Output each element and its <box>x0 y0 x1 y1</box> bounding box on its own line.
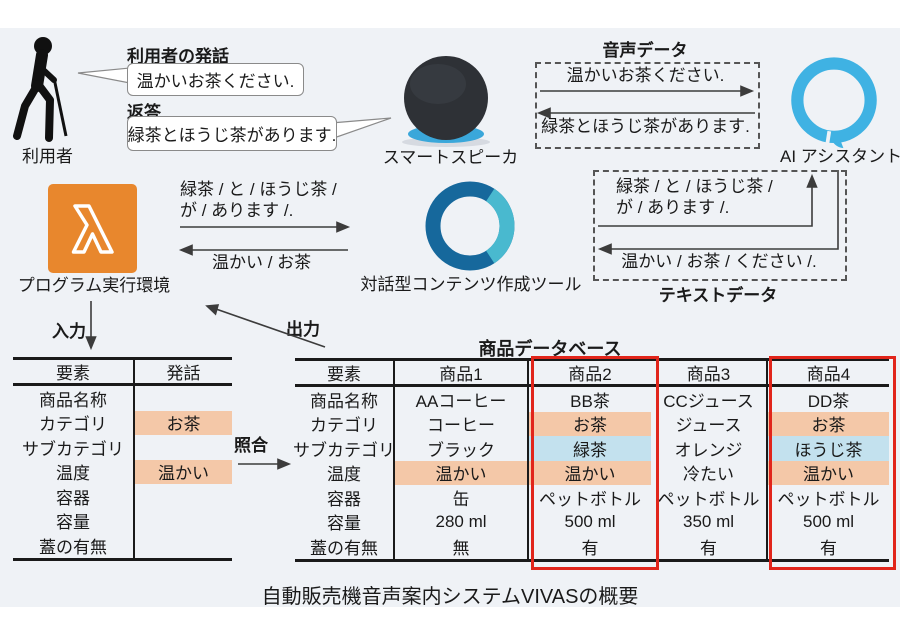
ring-logo-icon <box>425 181 515 271</box>
product-db-header: 要素 商品1 商品2 商品3 商品4 <box>295 361 889 387</box>
slot-table: 要素 発話 商品名称 カテゴリお茶 サブカテゴリ 温度温かい 容器 容量 蓋の有… <box>13 357 232 561</box>
reply-bubble: 緑茶とほうじ茶があります. <box>127 116 337 151</box>
voice-request-text: 温かいお茶ください. <box>566 66 725 85</box>
voice-data-box <box>535 62 760 149</box>
ai-assistant-label: AI アシスタント <box>780 147 900 166</box>
product-db-table: 要素 商品1 商品2 商品3 商品4 商品名称 AAコーヒー BB茶 CCジュー… <box>293 358 889 562</box>
runtime-request-text: 温かい / お茶 <box>212 253 312 272</box>
table-row: カテゴリお茶 <box>13 410 232 435</box>
table-row: サブカテゴリ <box>13 435 232 460</box>
col-header: 商品4 <box>806 365 851 384</box>
voice-response-text: 緑茶とほうじ茶があります. <box>541 117 750 136</box>
product-db-title: 商品データベース <box>478 339 622 359</box>
utterance-bubble: 温かいお茶ください. <box>127 63 304 96</box>
table-row: 容量 280 ml 500 ml 350 ml 500 ml <box>295 509 889 534</box>
col-header: 要素 <box>295 361 395 384</box>
table-row: 蓋の有無 無 有 有 有 <box>295 534 889 559</box>
table-row: 蓋の有無 <box>13 533 232 558</box>
slot-table-header: 要素 発話 <box>13 360 232 386</box>
textdata-response-line1: 緑茶 / と / ほうじ茶 / <box>616 177 773 196</box>
tool-label: 対話型コンテンツ作成ツール <box>360 275 582 294</box>
smart-speaker-icon <box>402 56 490 147</box>
alexa-logo-icon <box>791 57 877 150</box>
table-row: カテゴリ コーヒー お茶 ジュース お茶 <box>295 411 889 436</box>
speaker-label: スマートスピーカ <box>382 148 519 167</box>
textdata-response-line2: が / あります /. <box>616 198 730 217</box>
table-row: 商品名称 AAコーヒー BB茶 CCジュース DD茶 <box>295 387 889 412</box>
col-header: 商品1 <box>395 361 529 384</box>
table-row: 商品名称 <box>13 386 232 411</box>
table-row: 温度温かい <box>13 459 232 484</box>
voice-data-title: 音声データ <box>602 41 688 60</box>
runtime-response-line1: 緑茶 / と / ほうじ茶 / <box>180 180 337 199</box>
col-header: 要素 <box>13 360 135 383</box>
aws-lambda-icon <box>48 184 137 273</box>
table-row: 温度 温かい 温かい 冷たい 温かい <box>295 460 889 485</box>
textdata-request-text: 温かい / お茶 / ください /. <box>621 252 817 271</box>
runtime-response-line2: が / あります /. <box>180 201 294 220</box>
figure-caption: 自動販売機音声案内システムVIVASの概要 <box>261 586 639 608</box>
walking-person-with-cane-icon <box>13 37 68 142</box>
match-label: 照合 <box>234 436 268 455</box>
table-row: 容器 缶 ペットボトル ペットボトル ペットボトル <box>295 485 889 510</box>
table-row: サブカテゴリ ブラック 緑茶 オレンジ ほうじ茶 <box>293 436 889 461</box>
col-header: 商品2 <box>568 365 612 384</box>
user-label: 利用者 <box>22 147 73 166</box>
runtime-label: プログラム実行環境 <box>17 276 171 295</box>
text-data-title: テキストデータ <box>658 286 778 305</box>
col-header: 商品3 <box>651 361 768 384</box>
col-header: 発話 <box>166 364 201 383</box>
utterance-title: 利用者の発話 <box>127 47 229 66</box>
table-row: 容量 <box>13 508 232 533</box>
input-label: 入力 <box>52 322 86 341</box>
table-row: 容器 <box>13 484 232 509</box>
output-label: 出力 <box>286 320 320 339</box>
